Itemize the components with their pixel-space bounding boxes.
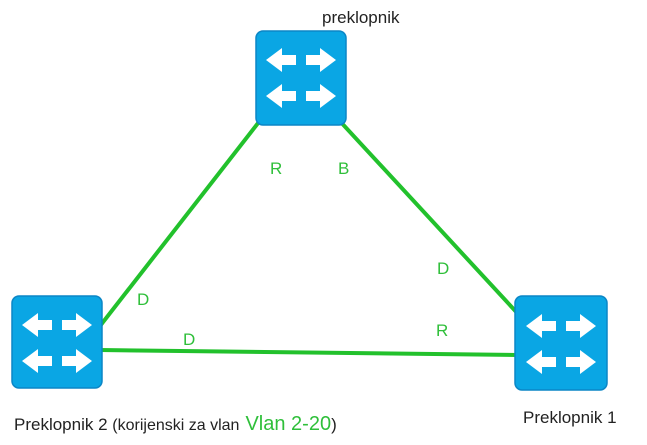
switch-top[interactable] — [255, 30, 347, 126]
port-label-right-top: D — [437, 259, 450, 278]
switch-icon — [255, 30, 347, 126]
port-label-top-left: R — [270, 159, 283, 178]
link-top-right — [335, 116, 522, 318]
port-label-right-bottom: R — [436, 321, 449, 340]
switch-icon — [514, 295, 608, 391]
node-label-top: preklopnik — [322, 8, 400, 27]
node-label-right: Preklopnik 1 — [523, 408, 617, 427]
node-label-left: Preklopnik 2 (korijenski za vlan Vlan 2-2… — [14, 413, 337, 436]
root-note-close: ) — [331, 415, 337, 434]
switch-icon — [11, 295, 103, 389]
node-label-left-name: Preklopnik 2 — [14, 415, 108, 434]
vlan-range: Vlan 2-20 — [245, 413, 332, 435]
port-label-top-right: B — [338, 159, 350, 178]
switch-left[interactable] — [11, 295, 103, 389]
port-label-left-bottom: D — [183, 330, 196, 349]
port-label-left-top: D — [137, 290, 150, 309]
root-note: (korijenski za vlan — [112, 417, 240, 434]
switch-right[interactable] — [514, 295, 608, 391]
link-left-right — [98, 348, 520, 357]
link-top-left — [98, 116, 264, 328]
